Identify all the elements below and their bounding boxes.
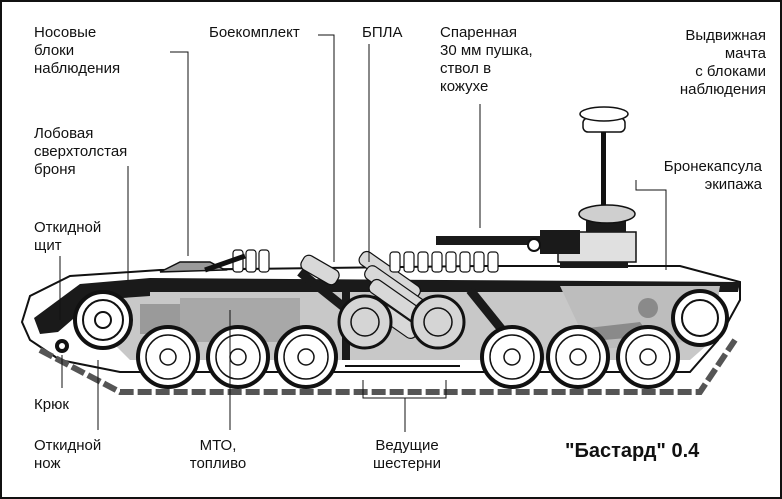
track [38,338,738,395]
label-blade: Откидной нож [34,437,102,472]
label-ammo: Боекомплект [209,24,300,41]
uav-tubes [232,249,499,273]
frontal-armor-band [34,278,150,334]
model-title: "Бастард" 0.4 [565,440,700,462]
nose-sight-barrel [204,253,246,273]
label-uav: БПЛА [362,24,403,41]
turret [436,220,637,268]
label-mast: Выдвижная мачта с блоками наблюдения [679,27,766,98]
label-engine: МТО, топливо [189,437,247,472]
label-hook: Крюк [34,396,69,413]
label-shield: Откидной щит [34,219,102,254]
label-frontal-armor: Лобовая сверхтолстая броня [34,125,128,178]
road-wheels [136,325,680,389]
front-idler-wheel [73,290,133,350]
label-sprockets: Ведущие шестерни [373,437,441,472]
rear-idler-wheel [671,289,729,347]
label-coaxial-gun: Спаренная 30 мм пушка, ствол в кожухе [440,24,533,95]
leader-lines [59,34,667,432]
label-nasal-blocks: Носовые блоки наблюдения [34,24,121,77]
crew-figure-head [638,298,658,318]
drive-sprockets [337,294,466,350]
label-capsule: Бронекапсула экипажа [663,158,762,193]
mast [578,106,636,224]
